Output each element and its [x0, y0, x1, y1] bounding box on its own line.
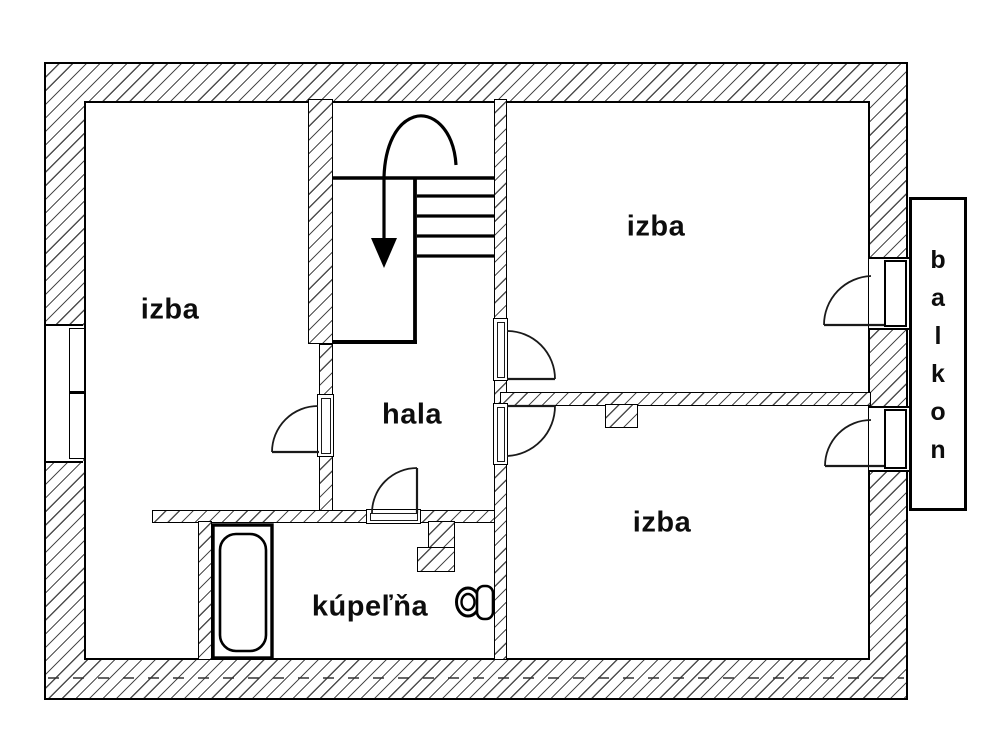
balcony-letter: a	[931, 284, 945, 312]
wall-bath-band-right	[420, 510, 498, 523]
balcony-letter: n	[930, 436, 946, 464]
room-label-izba-left: izba	[140, 293, 200, 326]
door-frame-izba-left	[317, 394, 334, 457]
wall-divider-notch	[605, 404, 638, 428]
window-left-sash-divider	[69, 391, 85, 394]
room-label-izba-bottom-right: izba	[632, 506, 692, 539]
wall-bath-band-left	[152, 510, 368, 523]
balcony-letter: l	[934, 322, 942, 350]
door-frame-kupelna	[366, 509, 421, 524]
wall-room-divider-right	[500, 392, 871, 406]
wall-bath-left	[198, 521, 212, 660]
balcony: b a l k o n	[909, 197, 967, 511]
balcony-letter: o	[930, 398, 946, 426]
balcony-letter: b	[930, 246, 946, 274]
door-frame-izba-top-right	[493, 318, 508, 381]
wall-right-lower	[494, 464, 507, 660]
room-label-izba-top-right: izba	[626, 210, 686, 243]
door-frame-izba-bottom-right	[493, 403, 508, 465]
balcony-door-lower-panel	[884, 409, 907, 469]
balcony-letter: k	[931, 360, 945, 388]
chimney-block-foot	[417, 547, 455, 572]
room-label-kupelna: kúpeľňa	[311, 590, 429, 623]
wall-right-upper	[494, 99, 507, 319]
wall-left-divider-mid	[319, 344, 333, 395]
balcony-door-upper-panel	[884, 260, 907, 327]
wall-left-divider-upper	[308, 99, 333, 344]
wall-left-divider-lower	[319, 456, 333, 512]
room-label-hala: hala	[381, 398, 443, 431]
